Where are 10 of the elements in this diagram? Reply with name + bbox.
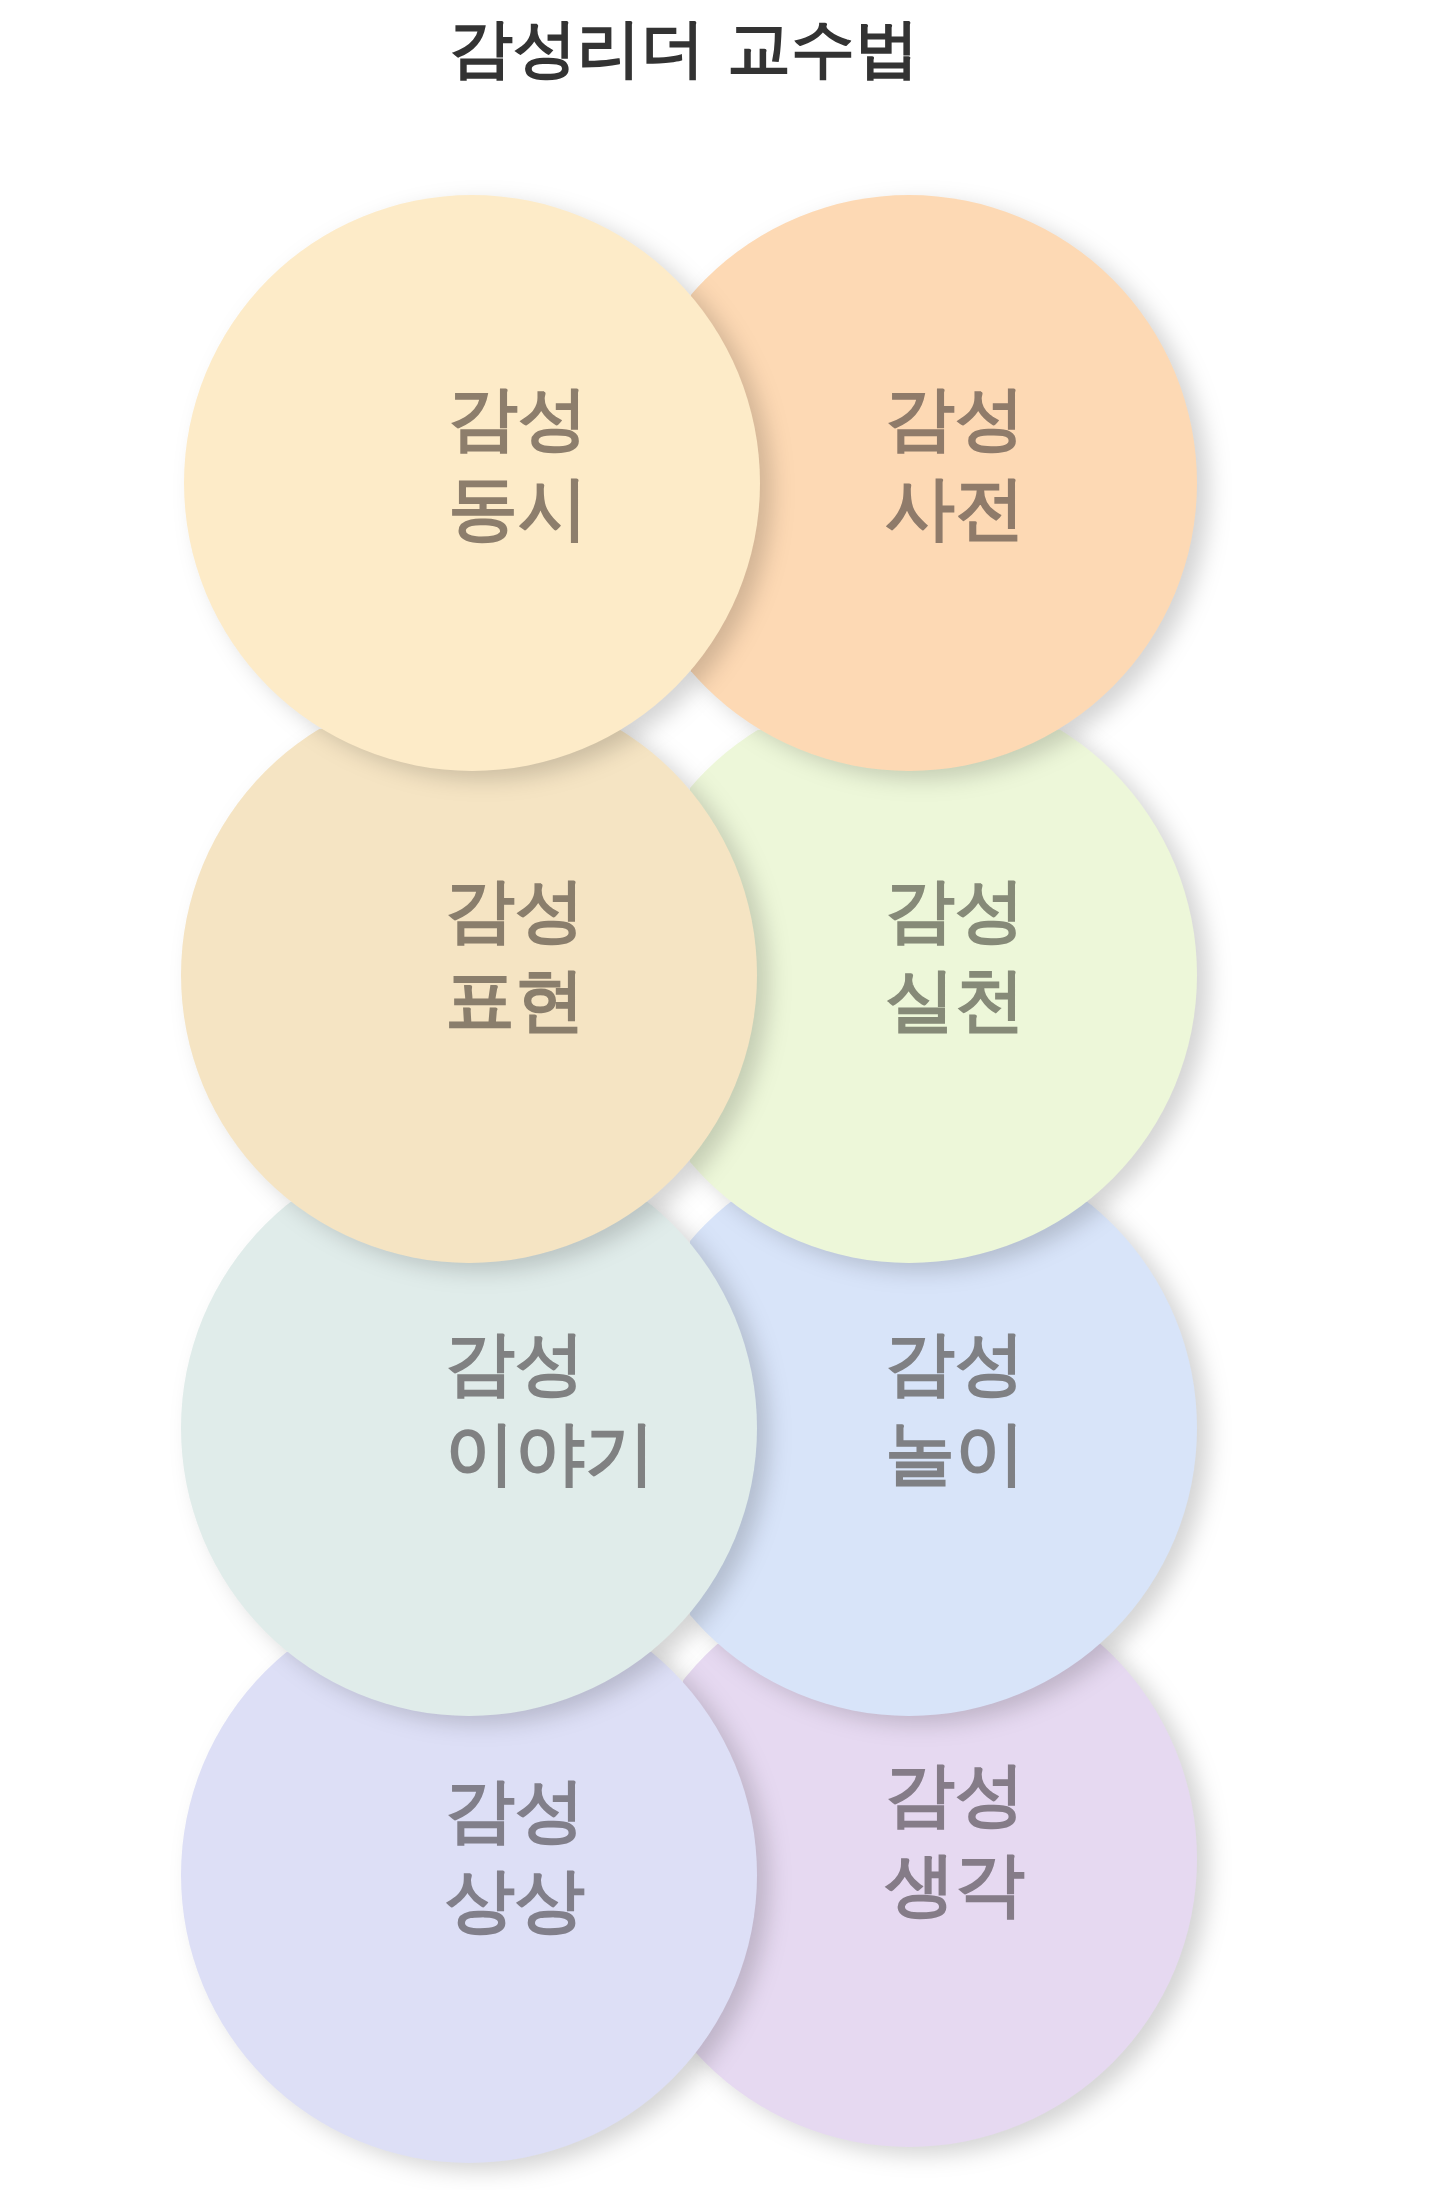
topic-label: 감성 놀이 — [885, 1321, 1025, 1496]
topic-label: 감성 사전 — [885, 376, 1025, 551]
title: 감성리더 교수법 — [448, 10, 920, 87]
circle — [184, 195, 760, 771]
topic-label: 감성 실천 — [885, 868, 1025, 1043]
topic-label: 감성 상상 — [445, 1768, 585, 1943]
topic-label: 감성 표현 — [445, 868, 585, 1043]
topic-label: 감성 생각 — [885, 1752, 1025, 1927]
topic-label: 감성 동시 — [448, 376, 588, 551]
topic-label: 감성 이야기 — [445, 1321, 655, 1496]
